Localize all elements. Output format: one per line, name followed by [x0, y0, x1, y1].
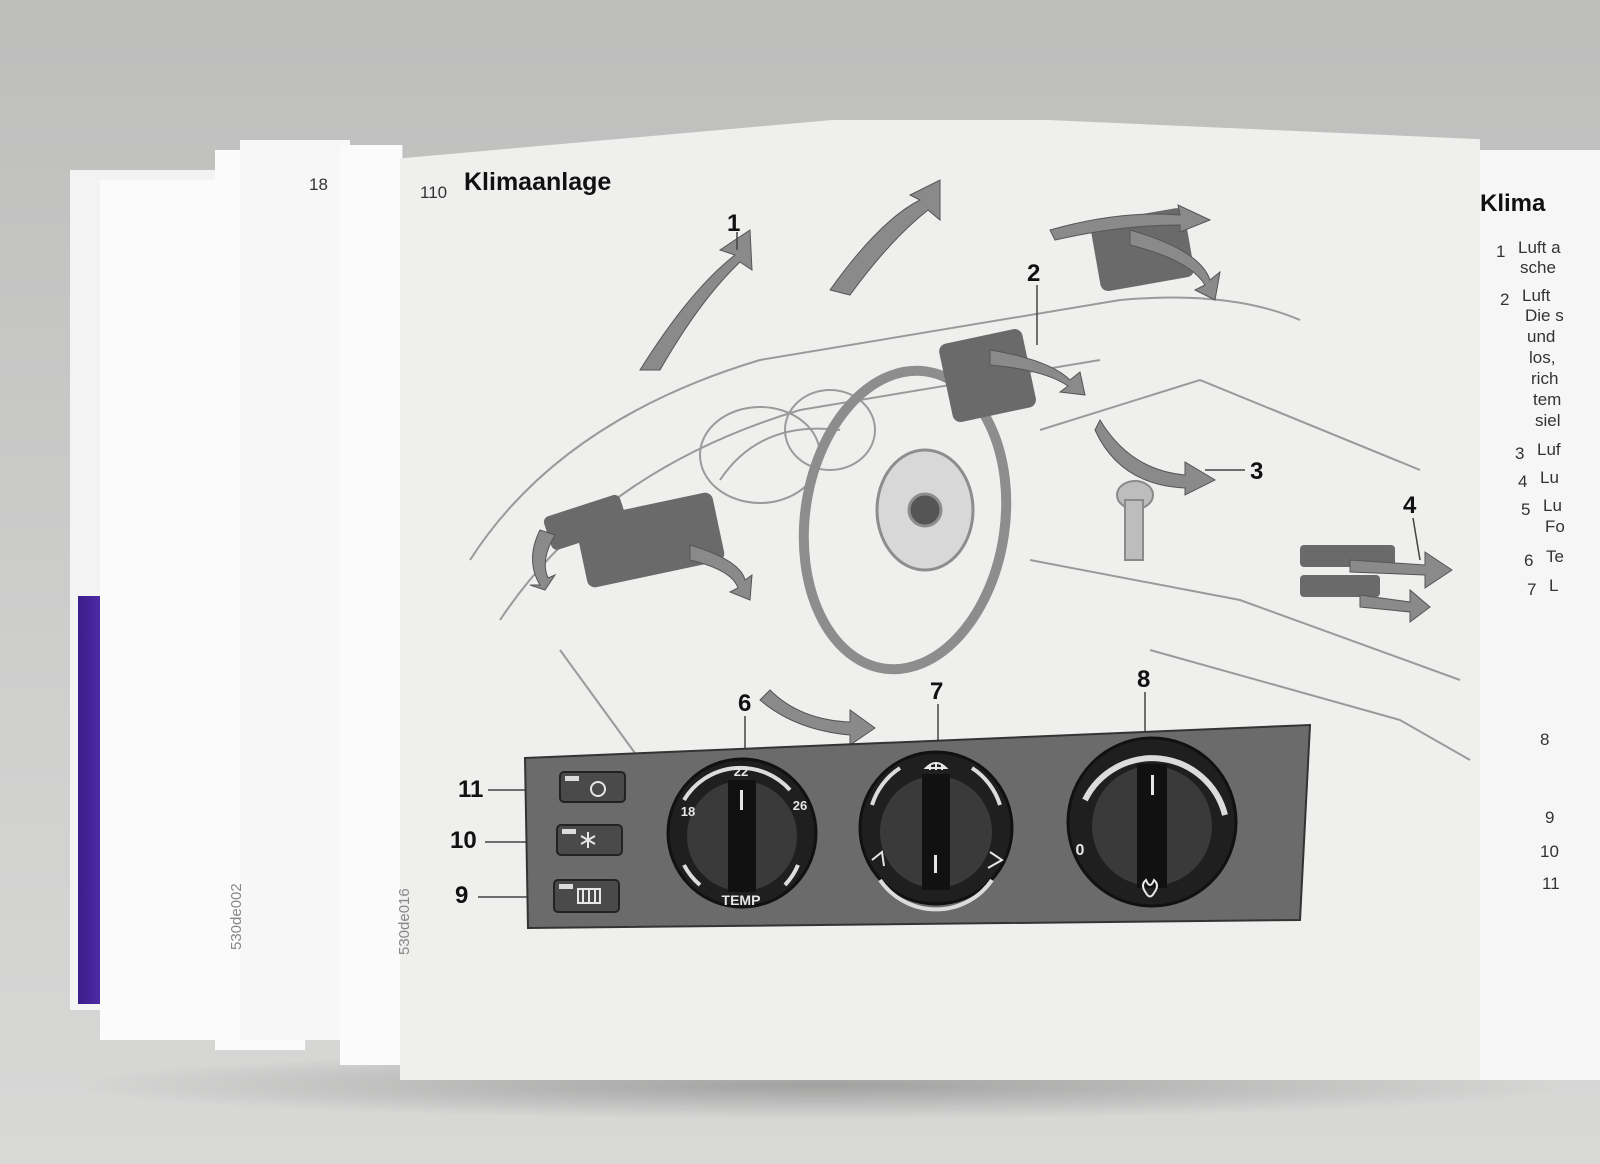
- face-vent-icon: [987, 851, 1004, 869]
- right-item-number-3: 3: [1515, 444, 1525, 463]
- right-line-13: Fo: [1545, 517, 1565, 536]
- right-page: [1466, 150, 1600, 1080]
- page-18: [240, 140, 350, 1040]
- air-distribution-knob: [858, 750, 1014, 912]
- right-line-6: los,: [1529, 348, 1556, 367]
- right-line-3: Luft: [1522, 286, 1551, 305]
- right-item-number-7: 7: [1527, 580, 1537, 599]
- callout-10: 10: [450, 827, 477, 854]
- fan-icon: [1142, 878, 1158, 898]
- right-line-14: Te: [1546, 547, 1564, 566]
- right-page-title: Klima: [1480, 190, 1546, 217]
- right-line-5: und: [1527, 327, 1556, 346]
- temperature-knob: [666, 757, 818, 909]
- left-page-number: 18: [309, 175, 328, 194]
- callout-3: 3: [1250, 458, 1264, 485]
- dashboard-outline: [469, 296, 1471, 761]
- right-line-15: L: [1549, 576, 1559, 595]
- rear-defrost-led: [559, 884, 573, 889]
- callout-6: 6: [738, 690, 752, 717]
- page-title: Klimaanlage: [464, 168, 612, 196]
- right-item-number-9: 9: [1545, 808, 1555, 827]
- right-item-number-6: 6: [1524, 551, 1534, 570]
- footwell-icon: [871, 850, 885, 867]
- right-item-number-10: 10: [1540, 842, 1559, 861]
- fan-off-label: 0: [1076, 842, 1085, 859]
- right-line-4: Die s: [1525, 306, 1564, 325]
- right-line-2: sche: [1520, 258, 1556, 277]
- callout-11: 11: [458, 776, 484, 803]
- callout-4: 4: [1403, 492, 1417, 519]
- temp-22-label: 22: [734, 764, 748, 779]
- right-item-number-2: 2: [1500, 290, 1510, 309]
- callout-8: 8: [1137, 666, 1151, 693]
- right-item-number-5: 5: [1521, 500, 1531, 519]
- ac-led: [562, 829, 576, 834]
- page-number: 110: [420, 183, 448, 202]
- recirc-led: [565, 776, 579, 781]
- temp-26-label: 26: [793, 798, 807, 813]
- right-line-7: rich: [1531, 369, 1559, 388]
- temp-18-label: 18: [681, 804, 695, 819]
- callout-7: 7: [930, 678, 944, 705]
- windshield-defrost-icon: [923, 762, 949, 770]
- right-line-12: Lu: [1543, 496, 1562, 515]
- fan-speed-knob: [1066, 736, 1238, 908]
- callout-2: 2: [1027, 260, 1041, 287]
- right-line-11: Lu: [1540, 468, 1559, 487]
- snowflake-icon: [580, 832, 596, 848]
- steering-hub: [875, 448, 975, 572]
- right-item-number-11: 11: [1542, 874, 1560, 893]
- right-item-number-4: 4: [1518, 472, 1528, 491]
- right-line-8: tem: [1533, 390, 1562, 409]
- right-item-number-8: 8: [1540, 730, 1550, 749]
- center-vents: [543, 208, 1195, 588]
- temp-label: TEMP: [722, 892, 761, 908]
- gear-shifter: [1116, 480, 1154, 561]
- right-line-10: Luf: [1537, 440, 1561, 459]
- rear-defrost-icon: [577, 888, 601, 904]
- right-line-9: siel: [1535, 411, 1561, 430]
- callout-1: 1: [727, 210, 741, 237]
- callout-9: 9: [455, 882, 469, 909]
- steering-wheel: [798, 365, 1012, 675]
- page-stack-3: [340, 145, 403, 1065]
- right-line-1: Luft a: [1518, 238, 1561, 257]
- recirculation-icon: [590, 781, 606, 797]
- right-item-number-1: 1: [1496, 242, 1506, 261]
- airflow-arrows: [529, 179, 1453, 746]
